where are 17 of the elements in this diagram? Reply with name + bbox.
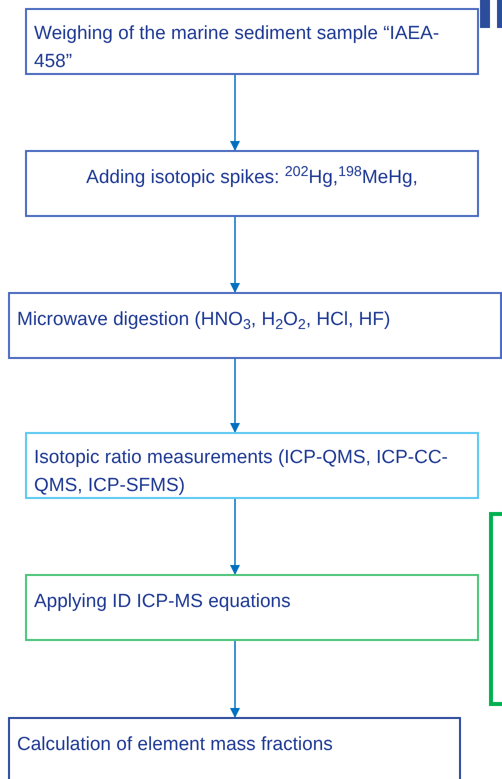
step-text: Weighing of the marine sediment sample “IAEA-458” (34, 22, 440, 74)
process-box (25, 574, 479, 641)
arrow (230, 75, 240, 151)
arrow (230, 499, 240, 575)
arrow (230, 217, 240, 293)
process-box (8, 717, 461, 779)
step-text: Applying ID ICP-MS equations (34, 590, 292, 614)
step-text: Microwave digestion (HNO$_{3}$, H$_{2}$O$_{2}$, HCl, HF) (17, 308, 392, 334)
step-text: Calculation of element mass fractions (17, 733, 334, 757)
process-box (25, 432, 479, 499)
arrow (230, 641, 240, 718)
process-box (8, 292, 502, 359)
step-text: Adding isotopic spikes: $^{202}$Hg,$^{198}$MeHg, (85, 164, 419, 190)
process-box (25, 8, 479, 75)
step-text: Isotopic ratio measurements (ICP-QMS, ICP-CC-QMS, ICP-SFMS) (34, 446, 449, 498)
arrow (230, 359, 240, 433)
process-box (25, 150, 479, 217)
